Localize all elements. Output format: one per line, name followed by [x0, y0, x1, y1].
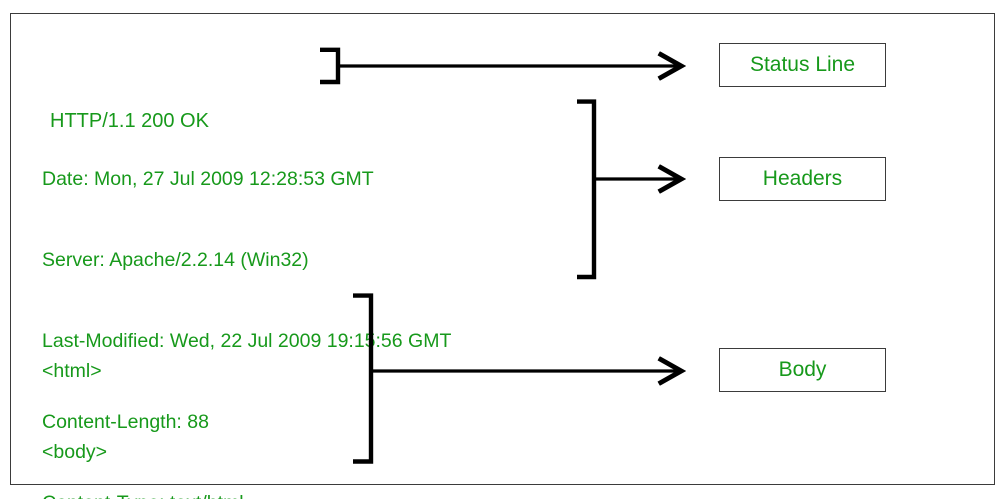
body-row-body-open: <body> [42, 441, 108, 463]
header-row-last-modified: Last-Modified: Wed, 22 Jul 2009 19:15:56… [42, 330, 452, 352]
label-box-status-line-text: Status Line [749, 53, 856, 76]
body-text-block: <html> <body> <h1>Hello, World!</h1> </b… [42, 304, 248, 499]
label-box-status-line: Status Line [719, 43, 886, 87]
status-line-text-block: HTTP/1.1 200 OK [50, 54, 209, 189]
header-row-date: Date: Mon, 27 Jul 2009 12:28:53 GMT [42, 168, 374, 190]
header-row-content-type: Content-Type: text/html [42, 490, 451, 499]
label-box-headers: Headers [719, 157, 886, 201]
header-row-content-length: Content-Length: 88 [42, 411, 209, 433]
body-row-html-open: <html> [42, 360, 102, 382]
header-row-server: Server: Apache/2.2.14 (Win32) [42, 249, 309, 271]
headers-text-block: Date: Mon, 27 Jul 2009 12:28:53 GMT Serv… [42, 112, 451, 499]
label-box-headers-text: Headers [762, 167, 843, 190]
status-line-row: HTTP/1.1 200 OK [50, 110, 209, 132]
figure-frame [10, 13, 995, 485]
label-box-body-text: Body [778, 358, 827, 381]
label-box-body: Body [719, 348, 886, 392]
